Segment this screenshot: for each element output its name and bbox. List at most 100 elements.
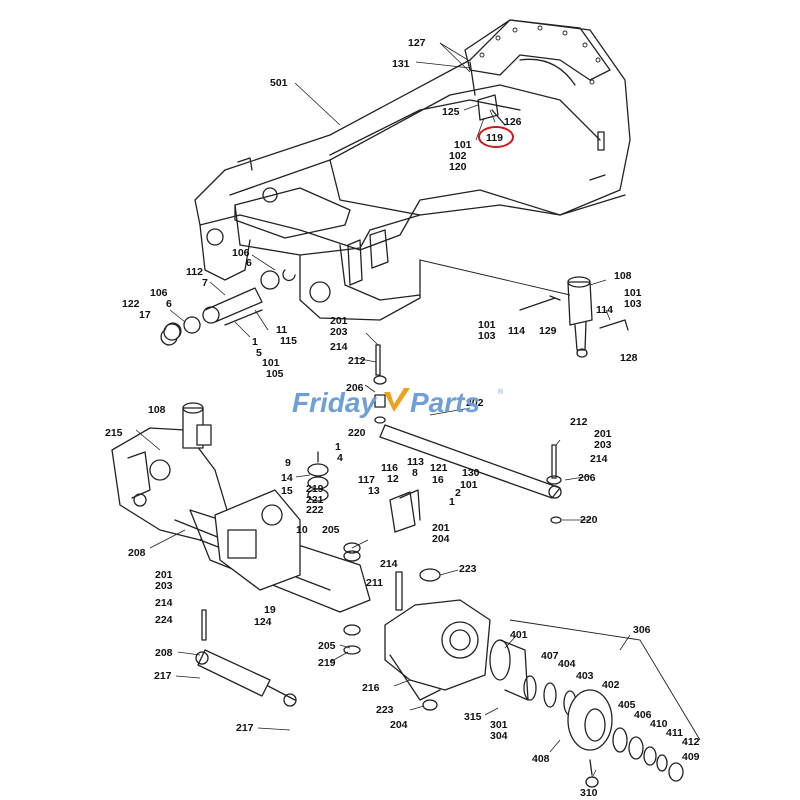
label-11: 11 (276, 324, 287, 336)
leader-lines (135, 42, 631, 779)
label-1: 1 (335, 441, 341, 453)
label-127: 127 (408, 37, 426, 49)
label-214: 214 (380, 558, 398, 570)
label-215: 215 (105, 427, 123, 439)
label-301: 301 (490, 719, 508, 731)
label-2: 2 (455, 487, 461, 499)
label-120: 120 (449, 161, 467, 173)
label-205: 205 (318, 640, 336, 652)
label-208: 208 (128, 547, 146, 559)
label-401: 401 (510, 629, 528, 641)
label-17: 17 (139, 309, 151, 321)
label-203: 203 (155, 580, 173, 592)
label-407: 407 (541, 650, 559, 662)
label-103: 103 (624, 298, 642, 310)
label-217: 217 (236, 722, 254, 734)
label-406: 406 (634, 709, 652, 721)
label-115: 115 (280, 335, 297, 347)
label-103: 103 (478, 330, 496, 342)
label-130: 130 (462, 467, 480, 479)
label-223: 223 (376, 704, 394, 716)
highlight-ring (478, 126, 514, 148)
label-403: 403 (576, 670, 594, 682)
label-217: 217 (154, 670, 172, 682)
watermark-reg-mark: ® (498, 388, 504, 396)
steering-cylinder-upper (419, 259, 629, 358)
label-304: 304 (490, 730, 508, 742)
label-108: 108 (148, 404, 166, 416)
label-221: 221 (306, 494, 324, 506)
label-119: 119 (486, 132, 503, 144)
label-219: 219 (318, 657, 336, 669)
label-214: 214 (330, 341, 348, 353)
highlighted-callout[interactable]: 119 (478, 126, 514, 148)
label-216: 216 (362, 682, 380, 694)
label-408: 408 (532, 753, 550, 765)
callout-labels: 127 131 501 125 126 101 102 120 106 6 11… (105, 37, 700, 799)
label-501: 501 (270, 77, 288, 89)
label-201: 201 (155, 569, 173, 581)
label-404: 404 (558, 658, 576, 670)
label-105: 105 (266, 368, 284, 380)
label-6: 6 (166, 298, 172, 310)
label-131: 131 (392, 58, 410, 70)
label-13: 13 (368, 485, 380, 497)
label-102: 102 (449, 150, 467, 162)
label-202: 202 (466, 397, 484, 409)
watermark-text-left: Friday (292, 387, 377, 418)
label-306: 306 (633, 624, 651, 636)
label-208: 208 (155, 647, 173, 659)
label-7: 7 (202, 277, 208, 289)
label-121: 121 (430, 462, 448, 474)
label-201: 201 (594, 428, 612, 440)
label-1: 1 (449, 496, 455, 508)
king-pin-stack (373, 344, 387, 424)
label-409: 409 (682, 751, 700, 763)
label-310: 310 (580, 787, 598, 799)
label-204: 204 (390, 719, 408, 731)
label-116: 116 (381, 462, 398, 474)
label-224: 224 (155, 614, 173, 626)
label-15: 15 (281, 485, 293, 497)
label-101: 101 (262, 357, 280, 369)
label-6: 6 (246, 257, 252, 269)
main-frame (194, 19, 631, 321)
pivot-pin-assembly (160, 269, 296, 346)
label-5: 5 (256, 347, 262, 359)
label-101: 101 (624, 287, 642, 299)
label-223: 223 (459, 563, 477, 575)
label-126: 126 (504, 116, 522, 128)
label-1: 1 (252, 336, 258, 348)
label-411: 411 (666, 727, 683, 739)
label-214: 214 (155, 597, 173, 609)
label-9: 9 (285, 457, 291, 469)
label-113: 113 (407, 456, 424, 468)
label-16: 16 (432, 474, 444, 486)
watermark-check-icon (384, 388, 410, 412)
label-212: 212 (348, 355, 366, 367)
label-124: 124 (254, 616, 272, 628)
label-220: 220 (580, 514, 598, 526)
watermark-text-right: Parts (410, 387, 480, 418)
label-410: 410 (650, 718, 668, 730)
wheel-hub-assembly (489, 619, 701, 788)
label-101: 101 (460, 479, 478, 491)
label-101: 101 (478, 319, 496, 331)
label-211: 211 (366, 577, 383, 589)
label-12: 12 (387, 473, 399, 485)
label-8: 8 (412, 467, 418, 479)
label-114: 114 (596, 304, 613, 316)
label-206: 206 (578, 472, 596, 484)
label-201: 201 (432, 522, 450, 534)
label-108: 108 (614, 270, 632, 282)
label-122: 122 (122, 298, 140, 310)
label-114: 114 (508, 325, 525, 337)
label-222: 222 (306, 504, 324, 516)
label-203: 203 (594, 439, 612, 451)
label-203: 203 (330, 326, 348, 338)
label-101: 101 (454, 139, 472, 151)
label-405: 405 (618, 699, 636, 711)
label-204: 204 (432, 533, 450, 545)
